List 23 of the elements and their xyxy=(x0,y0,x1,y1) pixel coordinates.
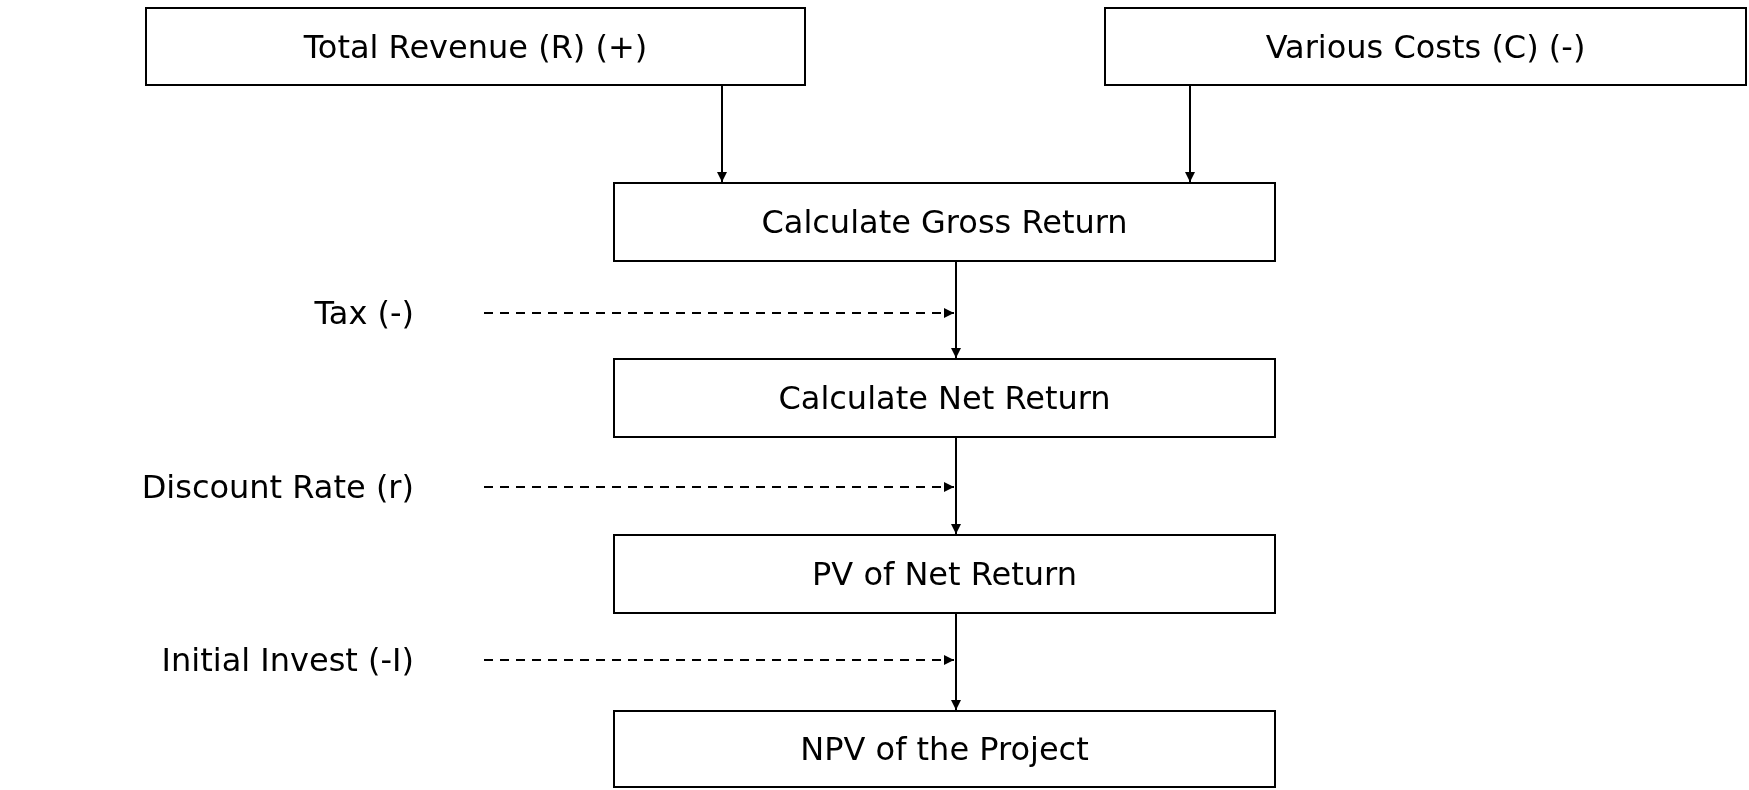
arrow xyxy=(951,261,961,359)
process-box xyxy=(613,534,1276,614)
dashed-arrow xyxy=(483,308,955,318)
arrow xyxy=(1185,85,1195,183)
box-text: Various Costs (C) (-) xyxy=(1265,27,1586,66)
box-text: NPV of the Project xyxy=(800,730,1089,768)
arrow xyxy=(951,613,961,711)
box-text: Calculate Net Return xyxy=(778,379,1111,417)
process-box xyxy=(613,358,1276,438)
arrow xyxy=(951,437,961,535)
box-text: PV of Net Return xyxy=(812,555,1077,593)
process-box xyxy=(613,182,1276,262)
process-box xyxy=(1104,7,1747,86)
box-text: Calculate Gross Return xyxy=(761,203,1128,241)
input-label: Discount Rate (r) xyxy=(16,464,484,510)
input-label: Initial Invest (-I) xyxy=(50,637,484,683)
process-box xyxy=(145,7,806,86)
box-text: Total Revenue (R) (+) xyxy=(303,27,648,66)
arrow xyxy=(717,85,727,183)
process-box xyxy=(613,710,1276,788)
dashed-arrow xyxy=(483,655,955,665)
dashed-arrow xyxy=(483,482,955,492)
input-label: Tax (-) xyxy=(288,290,484,336)
